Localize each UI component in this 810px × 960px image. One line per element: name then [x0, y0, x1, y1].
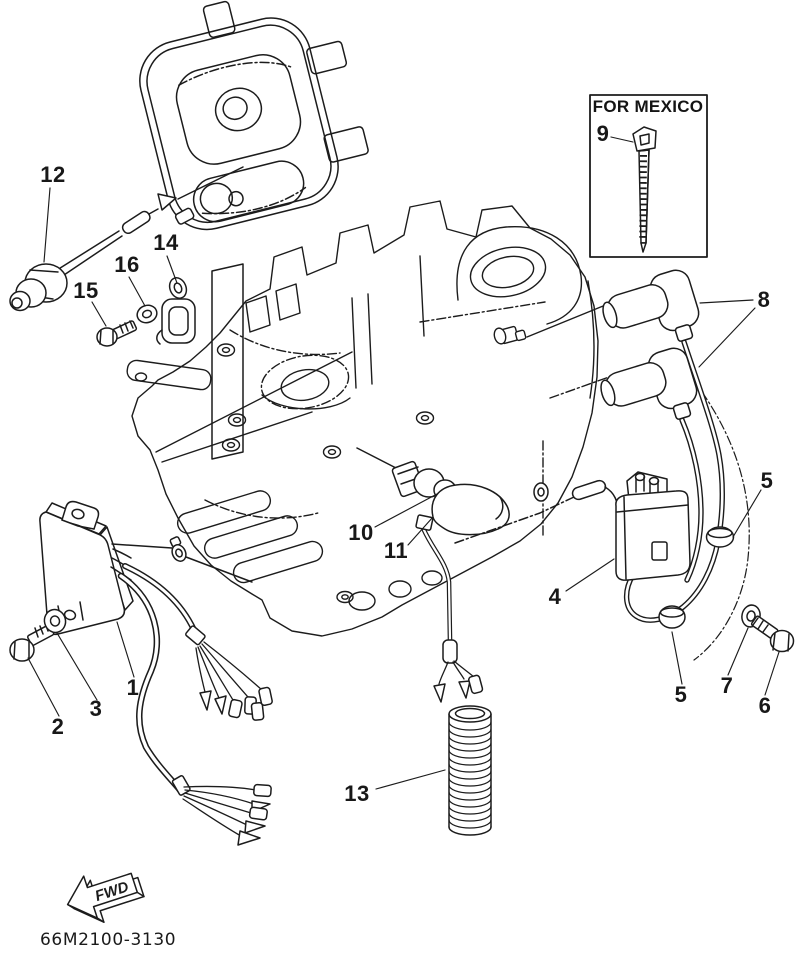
grommet-5-lower	[658, 605, 686, 629]
washer-3	[43, 608, 67, 634]
callout-2: 2	[51, 714, 65, 739]
cylinder-head-cover	[139, 0, 369, 231]
callout-14: 14	[153, 230, 179, 255]
cdi-unit	[39, 500, 134, 636]
callout-8: 8	[757, 287, 771, 312]
callout-13: 13	[344, 781, 370, 806]
figure-part-code: 66M2100-3130	[40, 930, 177, 950]
leader-lines	[27, 136, 780, 790]
callout-1: 1	[126, 675, 140, 700]
mounting-plate	[211, 263, 244, 460]
callout-5-bottom: 5	[674, 682, 688, 707]
engine-block	[126, 200, 610, 637]
rubber-boot	[415, 483, 510, 703]
bolt-15	[96, 320, 138, 347]
spark-plug-leads	[623, 339, 750, 661]
callout-10: 10	[348, 520, 374, 545]
callout-3: 3	[89, 696, 103, 721]
callout-15: 15	[73, 278, 99, 303]
spark-plug-cap-lower	[600, 347, 698, 420]
callout-7: 7	[720, 673, 734, 698]
spiral-tube	[448, 705, 492, 836]
spark-plug	[493, 325, 527, 345]
bolt-2	[9, 622, 55, 662]
ignition-coil	[615, 471, 691, 581]
washer-16	[136, 304, 158, 324]
inset-title: FOR MEXICO	[592, 97, 704, 116]
callout-9: 9	[596, 121, 610, 146]
spark-plug-cap-upper	[602, 269, 700, 342]
callout-4: 4	[548, 584, 562, 609]
clamp-bracket	[156, 277, 196, 345]
grommet-5-upper	[705, 526, 735, 548]
bolt-6	[750, 615, 795, 653]
callout-12: 12	[40, 162, 66, 187]
thermo-switch	[9, 166, 244, 312]
coil-primary-wire	[454, 479, 618, 544]
wire-harness	[110, 536, 273, 846]
cable-tie	[632, 126, 657, 253]
callout-6: 6	[758, 693, 772, 718]
callout-5-right: 5	[760, 468, 774, 493]
callout-16: 16	[114, 252, 140, 277]
fwd-arrow: FWD	[66, 872, 145, 923]
callout-11: 11	[383, 538, 409, 563]
